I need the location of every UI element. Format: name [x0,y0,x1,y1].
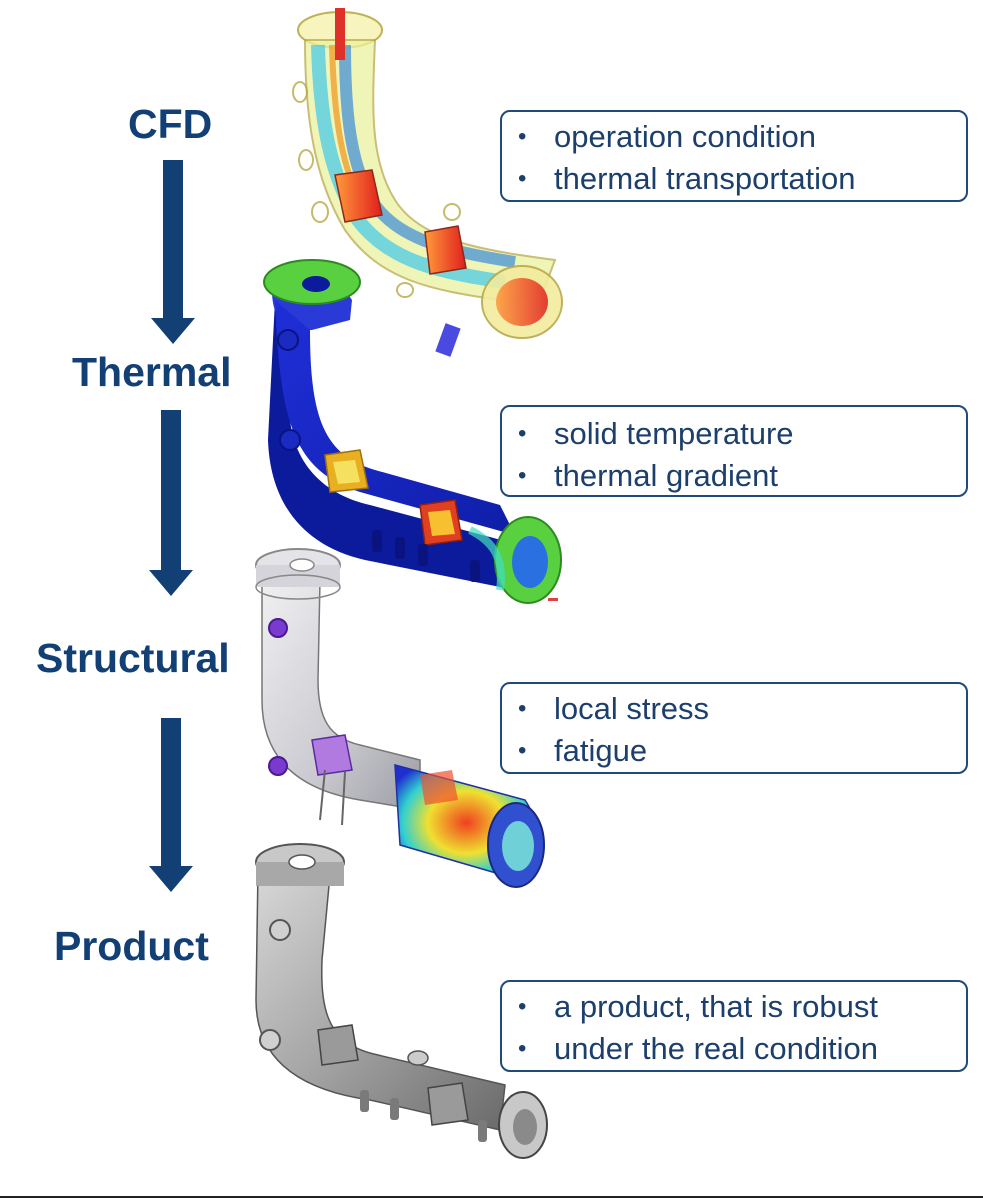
arrow-structural-to-product [149,718,193,892]
info-item: under the real condition [502,1028,966,1070]
step-label-thermal: Thermal [72,349,232,395]
arrow-thermal-to-structural [149,410,193,596]
info-box-product: a product, that is robust under the real… [500,980,968,1072]
info-item: local stress [502,688,966,730]
info-item: solid temperature [502,413,966,455]
step-label-structural: Structural [36,635,230,681]
info-item: operation condition [502,116,966,158]
cfd-pipe-model [292,8,563,357]
info-item: a product, that is robust [502,986,966,1028]
info-box-thermal: solid temperature thermal gradient [500,405,968,497]
info-item: thermal gradient [502,455,966,497]
info-box-cfd: operation condition thermal transportati… [500,110,968,202]
step-label-cfd: CFD [128,101,213,147]
structural-pipe-model [255,548,545,888]
info-box-structural: local stress fatigue [500,682,968,774]
thermal-pipe-model [263,259,562,604]
arrow-cfd-to-thermal [151,160,195,344]
info-item: thermal transportation [502,158,966,200]
step-label-product: Product [54,923,209,969]
product-pipe-model [255,843,548,1159]
info-item: fatigue [502,730,966,772]
bottom-border-line [0,1196,983,1198]
